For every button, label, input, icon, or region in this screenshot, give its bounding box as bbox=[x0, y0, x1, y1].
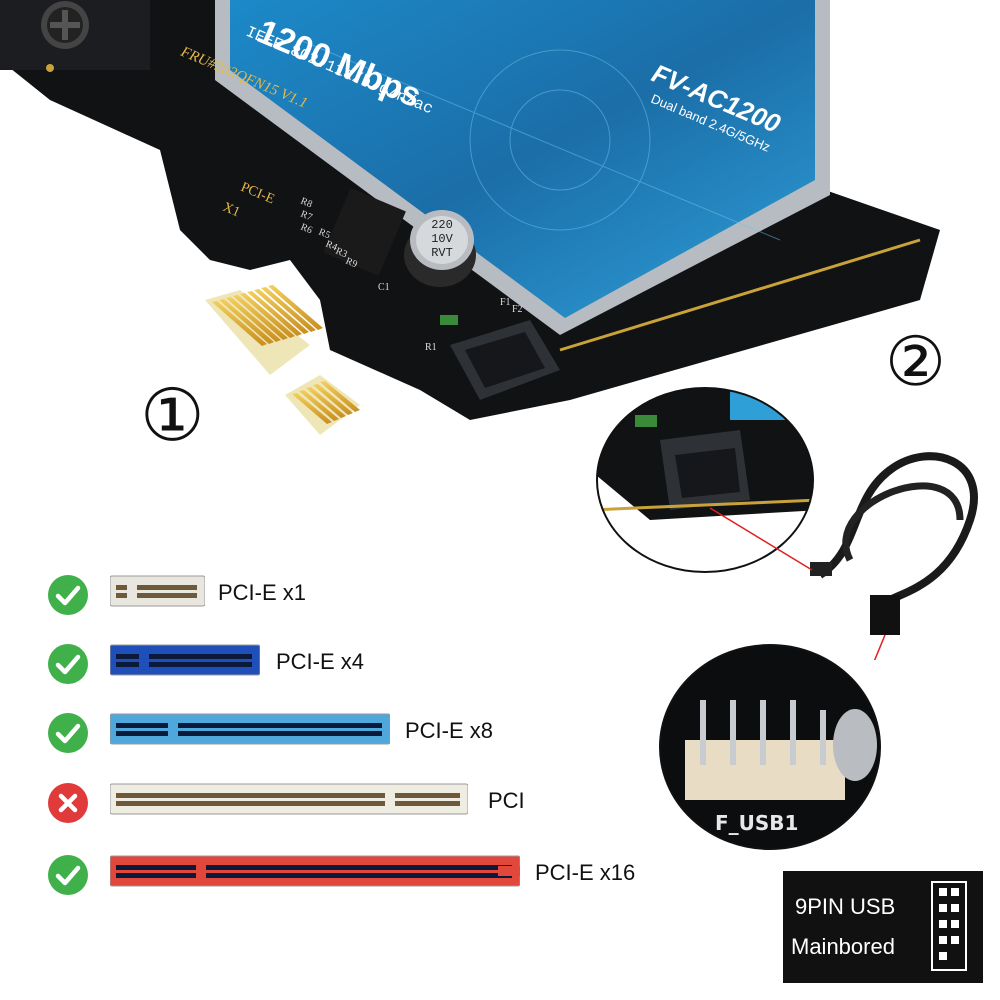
wifi-card-photo: 1200 Mbps IEEE 802.11a/b/g/n/ac FV-AC120… bbox=[0, 0, 946, 457]
slot-label: PCI-E x1 bbox=[218, 580, 307, 605]
screw-icon bbox=[41, 1, 89, 72]
pin-dot bbox=[939, 920, 947, 928]
pin-dot bbox=[951, 920, 959, 928]
slot-label: PCI-E x8 bbox=[405, 718, 494, 743]
check-icon bbox=[48, 575, 88, 615]
svg-text:R5: R5 bbox=[317, 227, 332, 242]
card-label: 1200 Mbps IEEE 802.11a/b/g/n/ac FV-AC120… bbox=[215, 0, 830, 335]
usb-header-connector: F1 F2 R1 bbox=[425, 297, 560, 400]
mainboard-header-label: F_USB1 bbox=[715, 811, 798, 835]
svg-text:R1: R1 bbox=[425, 342, 437, 353]
svg-text:10V: 10V bbox=[431, 232, 453, 246]
pcie-x1-gold-fingers bbox=[205, 285, 360, 435]
svg-text:R8: R8 bbox=[299, 196, 314, 211]
slot-graphic bbox=[109, 780, 469, 818]
pin-dot bbox=[939, 904, 947, 912]
legend-line-2: Mainbored bbox=[791, 934, 895, 959]
pin-dot bbox=[939, 952, 947, 960]
usb-cable bbox=[709, 452, 978, 660]
slot-label: PCI-E x4 bbox=[276, 649, 365, 674]
pin-dot bbox=[939, 888, 947, 896]
svg-text:C1: C1 bbox=[378, 282, 390, 293]
usb-header-legend: 9PIN USB Mainbored bbox=[783, 871, 983, 983]
cross-icon bbox=[48, 783, 88, 823]
svg-text:RVT: RVT bbox=[431, 246, 453, 260]
check-icon bbox=[48, 644, 88, 684]
slot-label: PCI bbox=[488, 788, 525, 813]
pin-dot bbox=[939, 936, 947, 944]
svg-text:F2: F2 bbox=[512, 304, 523, 315]
capacitor: 220 10V RVT C1 bbox=[378, 210, 476, 293]
step-1-number: ① bbox=[140, 373, 205, 457]
check-icon bbox=[48, 855, 88, 895]
pin-dot bbox=[951, 936, 959, 944]
svg-text:R3: R3 bbox=[334, 246, 349, 261]
check-icon bbox=[48, 713, 88, 753]
svg-text:R9: R9 bbox=[344, 256, 359, 271]
slot-graphic bbox=[109, 710, 391, 748]
step-2-number: ② bbox=[885, 323, 946, 402]
nine-pin-plug bbox=[870, 595, 900, 635]
legend-line-1: 9PIN USB bbox=[795, 894, 896, 919]
leader-line bbox=[709, 507, 813, 571]
resistor-array: R8 R7 R6 R5 R4 R3 R9 bbox=[299, 188, 406, 276]
small-connector-plug bbox=[810, 562, 832, 576]
pin-dot bbox=[951, 904, 959, 912]
connector-zoom-circle bbox=[596, 387, 814, 573]
slot-graphic bbox=[109, 641, 261, 679]
svg-text:220: 220 bbox=[431, 218, 453, 232]
pin-layout-icon bbox=[931, 881, 967, 971]
pin-dot bbox=[951, 888, 959, 896]
slot-graphic bbox=[109, 572, 206, 610]
mainboard-zoom-circle: F_USB1 bbox=[659, 644, 881, 850]
pcb-lane-text: X1 bbox=[220, 200, 242, 220]
slot-graphic bbox=[109, 852, 521, 890]
svg-text:R6: R6 bbox=[299, 222, 314, 237]
slot-label: PCI-E x16 bbox=[535, 860, 636, 885]
svg-text:F1: F1 bbox=[500, 297, 511, 308]
svg-text:R7: R7 bbox=[299, 209, 314, 224]
leader-line bbox=[873, 634, 886, 660]
svg-text:R4: R4 bbox=[324, 239, 339, 254]
